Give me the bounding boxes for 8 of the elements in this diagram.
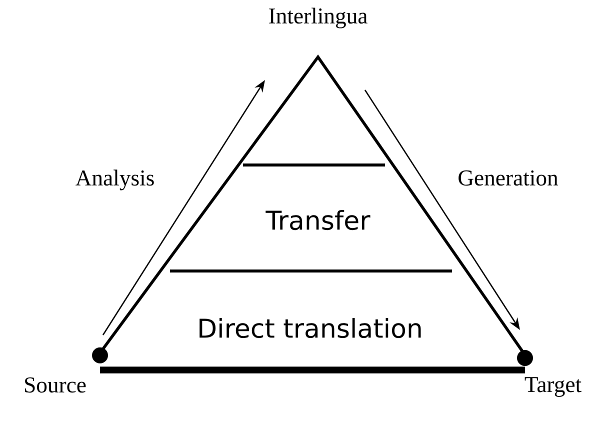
band-label: Transfer — [266, 210, 370, 230]
edge-label: Analysis — [76, 170, 154, 190]
corner-label: Source — [25, 377, 86, 393]
apex-label: Interlingua — [269, 8, 368, 28]
base-line — [92, 347, 533, 374]
corner-label: Target — [524, 377, 582, 397]
band-label: Direct translation — [200, 318, 421, 338]
edge-label: Generation — [458, 170, 558, 186]
